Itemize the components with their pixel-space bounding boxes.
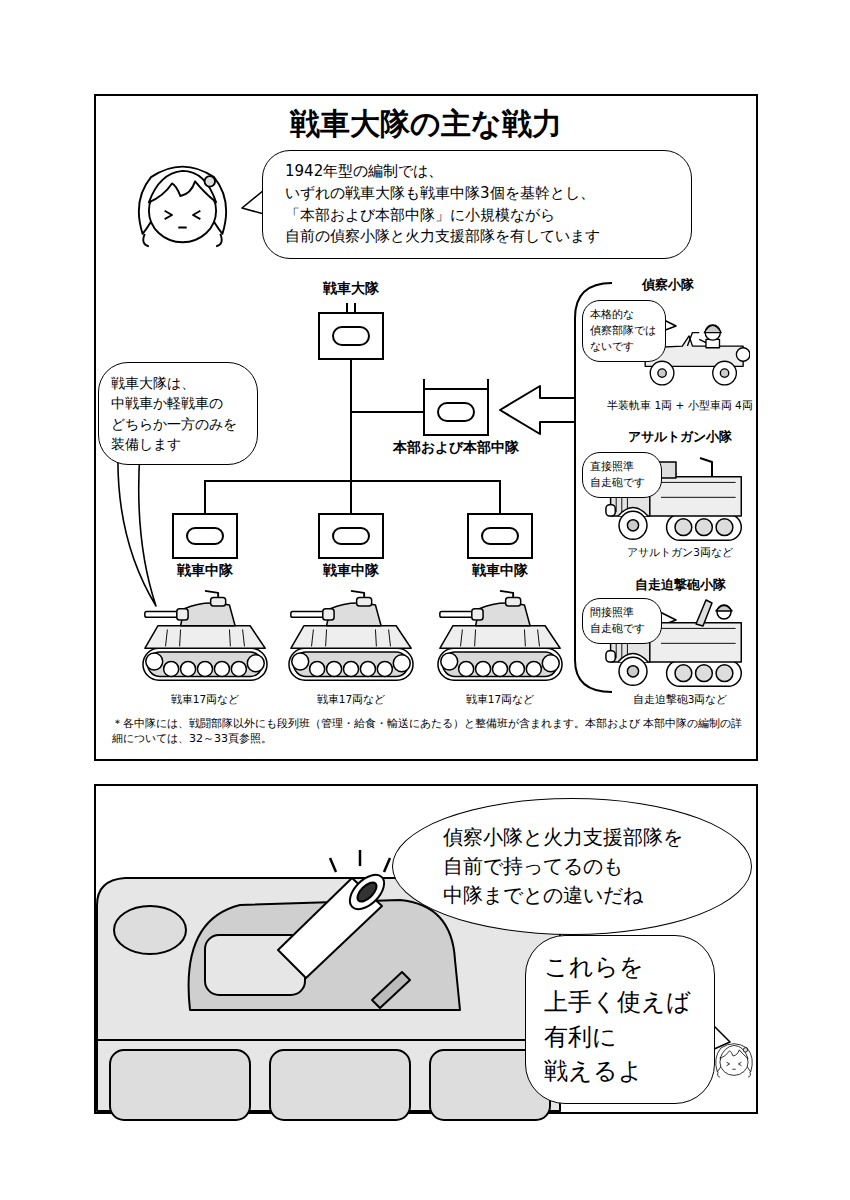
speech-bubble: これらを 上手く使えば 有利に 戦えるよ (525, 935, 715, 1104)
speech-bubble: 本格的な 偵察部隊では ないです (582, 300, 666, 362)
unit-symbol: 戦車大隊 (318, 312, 384, 360)
unit-symbol: 戦車中隊 (318, 513, 384, 559)
diagram-title: 戦車大隊の主な戦力 (95, 106, 757, 142)
bubble-text: 戦車大隊は、 中戦車か軽戦車の どちらか一方のみを 装備します (111, 373, 245, 454)
org-connector (351, 360, 500, 513)
echelon-tick (346, 303, 348, 312)
unit-symbol: 本部および本部中隊 (423, 388, 489, 436)
bubble-text: 本格的な 偵察部隊では ないです (590, 307, 658, 355)
footnote-text: ＊各中隊には、戦闘部隊以外にも段列班（管理・給食・輸送にあたる）と整備班が含まれ… (112, 716, 748, 747)
unit-oval (186, 527, 224, 545)
bubble-text: 間接照準 自走砲です (590, 605, 654, 637)
bubble-text: 1942年型の編制では、 いずれの戦車大隊も戦車中隊3個を基幹とし、 「本部およ… (285, 161, 669, 248)
bubble-text: これらを 上手く使えば 有利に 戦えるよ (544, 950, 696, 1089)
speech-bubble: 1942年型の編制では、 いずれの戦車大隊も戦車中隊3個を基幹とし、 「本部およ… (262, 150, 692, 259)
hq-staff-tick (487, 379, 489, 388)
speech-bubble: 偵察小隊と火力支援部隊を 自前で持ってるのも 中隊までとの違いだね (392, 798, 752, 935)
unit-label: 戦車大隊 (323, 280, 379, 297)
narrator-face (716, 1044, 753, 1077)
org-connector (351, 360, 423, 412)
unit-oval (481, 527, 519, 545)
unit-label: 本部および本部中隊 (393, 439, 519, 456)
tank-illustrations (143, 591, 562, 680)
echelon-tick (354, 303, 356, 312)
caption-label: 戦車17両など (466, 692, 534, 707)
narrator-face (139, 167, 226, 247)
unit-oval (437, 402, 475, 422)
hq-staff-tick (423, 379, 425, 388)
unit-symbol: 戦車中隊 (467, 513, 533, 559)
unit-label: 戦車中隊 (177, 562, 233, 579)
panel-frames (95, 95, 757, 1113)
bubble-text: 偵察小隊と火力支援部隊を 自前で持ってるのも 中隊までとの違いだね (443, 823, 701, 910)
speech-bubble: 間接照準 自走砲です (582, 598, 662, 644)
caption-label: 自走迫撃砲3両など (633, 692, 728, 707)
unit-symbol: 戦車中隊 (172, 513, 238, 559)
caption-label: 半装軌車 1両 + 小型車両 4両 (607, 398, 753, 413)
caption-label: アサルトガン小隊 (628, 428, 732, 446)
unit-oval (332, 527, 370, 545)
unit-label: 戦車中隊 (323, 562, 379, 579)
caption-label: 戦車17両など (317, 692, 385, 707)
caption-label: 戦車17両など (171, 692, 239, 707)
speech-bubble: 直接照準 自走砲です (582, 452, 662, 498)
bubble-text: 直接照準 自走砲です (590, 459, 654, 491)
unit-label: 戦車中隊 (472, 562, 528, 579)
caption-label: 自走迫撃砲小隊 (635, 576, 726, 594)
speech-bubble: 戦車大隊は、 中戦車か軽戦車の どちらか一方のみを 装備します (98, 362, 258, 465)
unit-oval (332, 326, 370, 346)
caption-label: アサルトガン3両など (627, 545, 733, 560)
caption-label: 偵察小隊 (642, 276, 694, 294)
